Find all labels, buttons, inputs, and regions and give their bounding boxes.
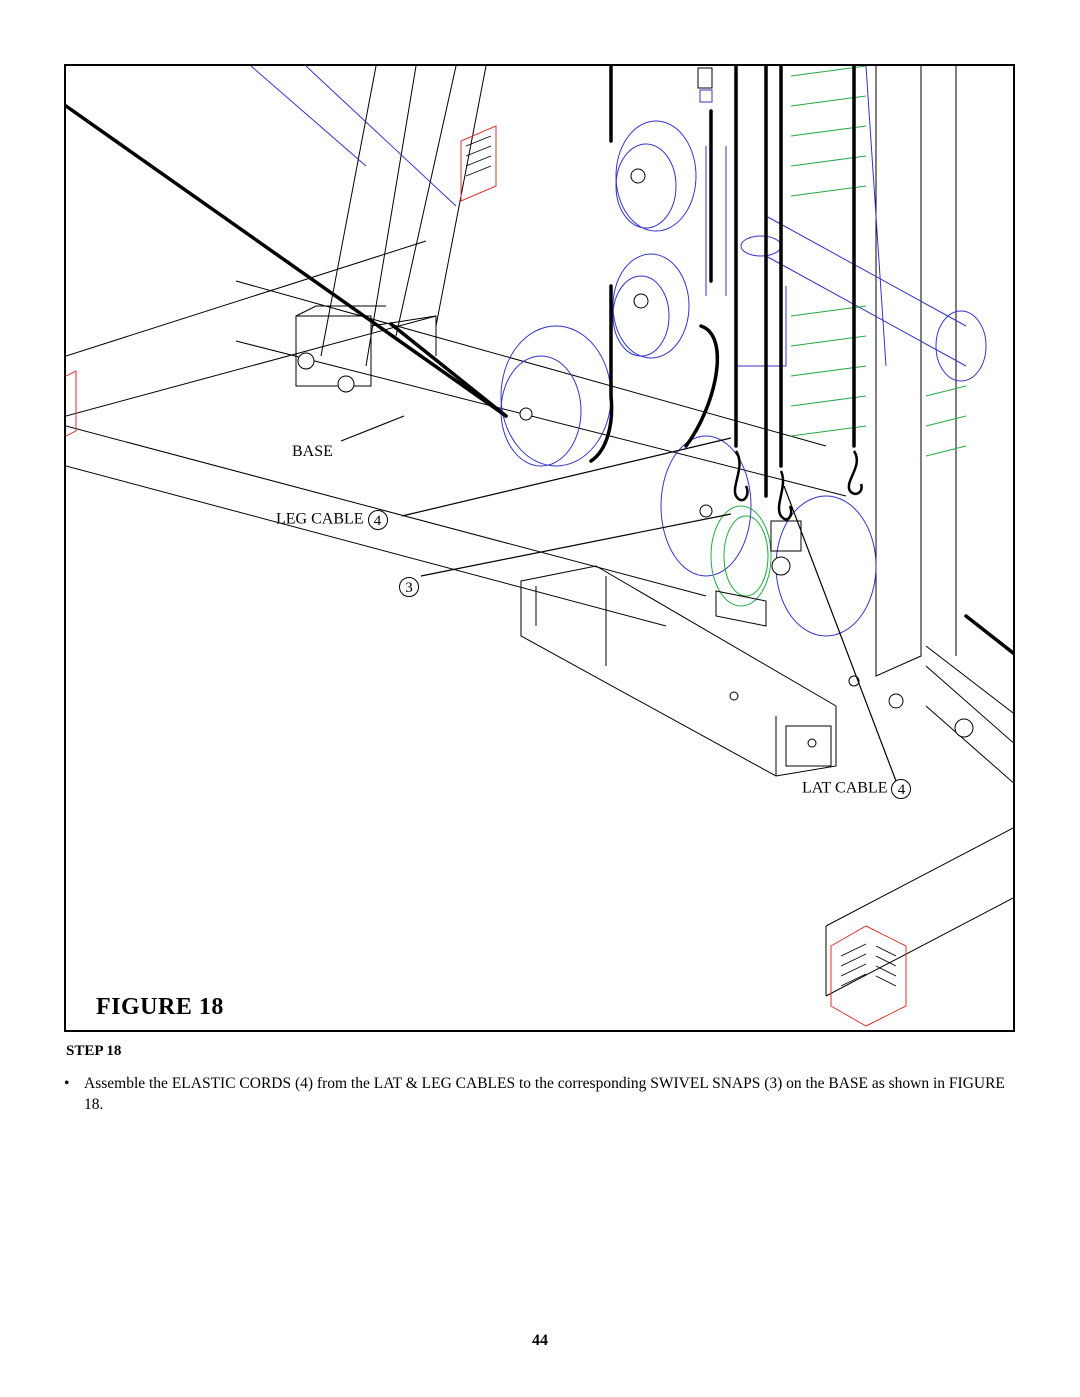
end-cap [460, 125, 497, 202]
end-cap [66, 370, 77, 437]
cable [964, 614, 1013, 656]
bolt [630, 168, 646, 184]
elastic-cord-hook [847, 450, 863, 496]
end-caps [66, 125, 907, 1027]
seat-tube [765, 215, 967, 367]
foot-rail [825, 827, 1013, 997]
leg-cable-callout: LEG CABLE 4 [276, 510, 388, 530]
pulley [612, 253, 690, 359]
figure-18-illustration: BASE LEG CABLE 4 3 LAT CABLE 4 FIGURE 18 [64, 64, 1015, 1032]
cable [589, 284, 614, 463]
bolt [888, 693, 904, 709]
lat-cable-leader [783, 485, 897, 782]
part-number-badge: 3 [399, 577, 419, 597]
pulley [660, 435, 752, 577]
lat-cable-callout: LAT CABLE 4 [802, 779, 912, 799]
swivel-snap-leader [420, 513, 732, 577]
leg-cable-leader [401, 437, 732, 517]
elastic-cord-hooks [733, 450, 863, 521]
pulley-group [250, 66, 987, 637]
base-leader [340, 415, 405, 442]
instruction-text: Assemble the ELASTIC CORDS (4) from the … [84, 1075, 1005, 1113]
swivel-snap-pulley [710, 505, 772, 607]
bullet-marker: • [64, 1075, 70, 1092]
elastic-cord-hook [777, 470, 793, 521]
cables [66, 66, 1013, 656]
base-bracket [295, 315, 372, 387]
base-callout: BASE [292, 443, 333, 461]
cable [389, 322, 508, 418]
cable [684, 109, 720, 448]
bolt [633, 293, 649, 309]
elastic-cord-hook [733, 450, 749, 502]
lat-cable-label: LAT CABLE [802, 779, 888, 797]
end-cap [830, 925, 907, 1027]
bolt [337, 375, 355, 393]
leader-lines [340, 415, 897, 782]
bolt [297, 352, 315, 370]
upright-tube [320, 66, 487, 367]
figure-caption: FIGURE 18 [96, 994, 224, 1020]
leg-cable-label: LEG CABLE [276, 510, 364, 528]
step-instruction: • Assemble the ELASTIC CORDS (4) from th… [64, 1073, 1024, 1115]
pulley [615, 120, 697, 232]
base-label: BASE [292, 443, 333, 460]
cable [66, 104, 508, 418]
bolt [519, 407, 533, 421]
pulley [500, 325, 612, 467]
nut [771, 556, 791, 576]
part-number-badge: 4 [891, 779, 912, 799]
page-number: 44 [532, 1332, 548, 1349]
floor-stabilizer [520, 565, 837, 777]
base-rail [66, 240, 847, 627]
swivel-snap-callout: 3 [399, 577, 419, 597]
bolt [699, 504, 713, 518]
nut [954, 718, 974, 738]
assembly-drawing [66, 66, 1013, 1027]
weight-stack [710, 66, 967, 607]
step-heading: STEP 18 [66, 1043, 122, 1059]
part-number-badge: 4 [367, 510, 388, 530]
